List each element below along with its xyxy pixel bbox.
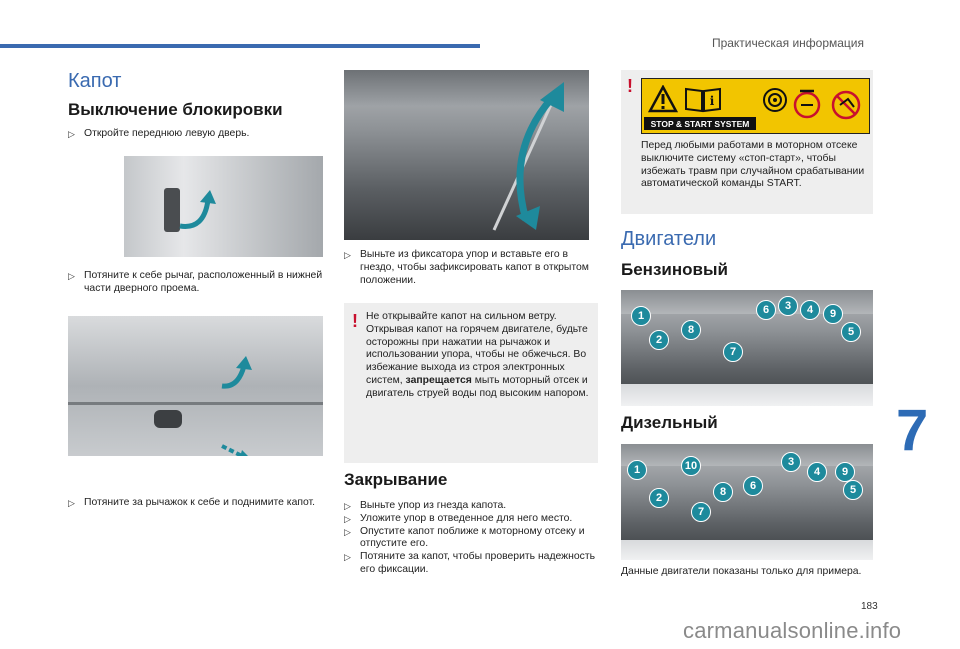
stop-start-warning-box: ! i STOP & START SYSTEM Перед любыми раб… bbox=[621, 70, 873, 214]
petrol-marker: 7 bbox=[723, 342, 743, 362]
step-1: ▷ Откройте переднюю левую дверь. bbox=[68, 128, 250, 139]
step-2: ▷ Потяните к себе рычаг, расположенный в… bbox=[68, 270, 323, 294]
petrol-marker: 2 bbox=[649, 330, 669, 350]
diesel-marker: 10 bbox=[681, 456, 701, 476]
diesel-marker: 9 bbox=[835, 462, 855, 482]
curved-arrow-icon bbox=[179, 190, 216, 229]
electric-hazard-icon bbox=[831, 90, 861, 120]
closing-step: ▷ Выньте упор из гнезда капота. bbox=[344, 500, 507, 511]
engine-note: Данные двигатели показаны только для при… bbox=[621, 566, 862, 577]
hood-latch-photo bbox=[68, 316, 323, 456]
bullet-arrow-icon: ▷ bbox=[344, 552, 351, 563]
bullet-arrow-icon: ▷ bbox=[68, 129, 75, 139]
warning-exclamation-icon: ! bbox=[627, 76, 633, 96]
arrow-down-icon bbox=[221, 444, 248, 456]
door-lever-photo bbox=[124, 156, 323, 257]
bullet-arrow-icon: ▷ bbox=[344, 501, 351, 511]
unlock-subtitle: Выключение блокировки bbox=[68, 100, 283, 119]
warning-triangle-icon bbox=[648, 85, 678, 113]
watermark: carmanualsonline.info bbox=[683, 618, 902, 643]
closing-step: ▷ Потяните за капот, чтобы проверить над… bbox=[344, 551, 596, 575]
closing-steps: ▷ Выньте упор из гнезда капота. ▷ Уложит… bbox=[344, 500, 602, 577]
step-4: ▷ Выньте из фиксатора упор и вставьте ег… bbox=[344, 249, 589, 286]
petrol-marker: 3 bbox=[778, 296, 798, 316]
bullet-arrow-icon: ▷ bbox=[68, 498, 75, 508]
diesel-marker: 4 bbox=[807, 462, 827, 482]
hood-warning-box: ! Не открывайте капот на сильном ветру. … bbox=[344, 303, 598, 463]
bullet-arrow-icon: ▷ bbox=[344, 513, 351, 524]
diesel-marker: 2 bbox=[649, 488, 669, 508]
hood-strut-photo bbox=[344, 70, 589, 240]
closing-step: ▷ Уложите упор в отведенное для него мес… bbox=[344, 512, 573, 524]
svg-text:i: i bbox=[710, 94, 715, 108]
bullet-arrow-icon: ▷ bbox=[344, 250, 351, 260]
section-title: Практическая информация bbox=[711, 36, 864, 50]
diesel-marker: 8 bbox=[713, 482, 733, 502]
strut-arrow-icon bbox=[492, 82, 564, 231]
header-accent-bar bbox=[0, 44, 480, 48]
stop-start-sticker-label: STOP & START SYSTEM bbox=[644, 117, 756, 130]
belt-icon bbox=[793, 89, 821, 119]
diesel-marker: 3 bbox=[781, 452, 801, 472]
manual-book-icon: i bbox=[685, 87, 721, 113]
petrol-marker: 1 bbox=[631, 306, 651, 326]
petrol-marker: 5 bbox=[841, 322, 861, 342]
hood-warning-text: Не открывайте капот на сильном ветру. От… bbox=[366, 311, 589, 399]
petrol-title: Бензиновый bbox=[621, 260, 728, 279]
petrol-marker: 9 bbox=[823, 304, 843, 324]
diesel-title: Дизельный bbox=[621, 413, 718, 432]
petrol-engine-photo: 1 2 8 7 6 3 4 9 5 bbox=[621, 290, 873, 406]
fan-icon bbox=[763, 88, 787, 112]
bullet-arrow-icon: ▷ bbox=[68, 271, 75, 281]
stop-start-warning-text: Перед любыми работами в моторном отсеке … bbox=[641, 140, 865, 190]
closing-step: ▷ Опустите капот поближе к моторному отс… bbox=[344, 525, 585, 550]
page-number: 183 bbox=[861, 601, 878, 612]
diesel-marker: 6 bbox=[743, 476, 763, 496]
hood-title: Капот bbox=[68, 70, 122, 92]
chapter-number: 7 bbox=[896, 398, 929, 463]
petrol-marker: 8 bbox=[681, 320, 701, 340]
bullet-arrow-icon: ▷ bbox=[344, 526, 351, 537]
curved-arrow-icon bbox=[221, 356, 252, 389]
diesel-marker: 1 bbox=[627, 460, 647, 480]
petrol-marker: 4 bbox=[800, 300, 820, 320]
diesel-marker: 5 bbox=[843, 480, 863, 500]
step-3: ▷ Потяните за рычажок к себе и поднимите… bbox=[68, 497, 316, 508]
engine-warning-sticker: i STOP & START SYSTEM bbox=[641, 78, 870, 134]
warning-exclamation-icon: ! bbox=[352, 311, 358, 331]
diesel-engine-photo: 1 2 10 8 7 6 3 4 9 5 bbox=[621, 444, 873, 560]
engines-title: Двигатели bbox=[621, 228, 717, 250]
diesel-marker: 7 bbox=[691, 502, 711, 522]
petrol-marker: 6 bbox=[756, 300, 776, 320]
closing-title: Закрывание bbox=[344, 470, 448, 489]
